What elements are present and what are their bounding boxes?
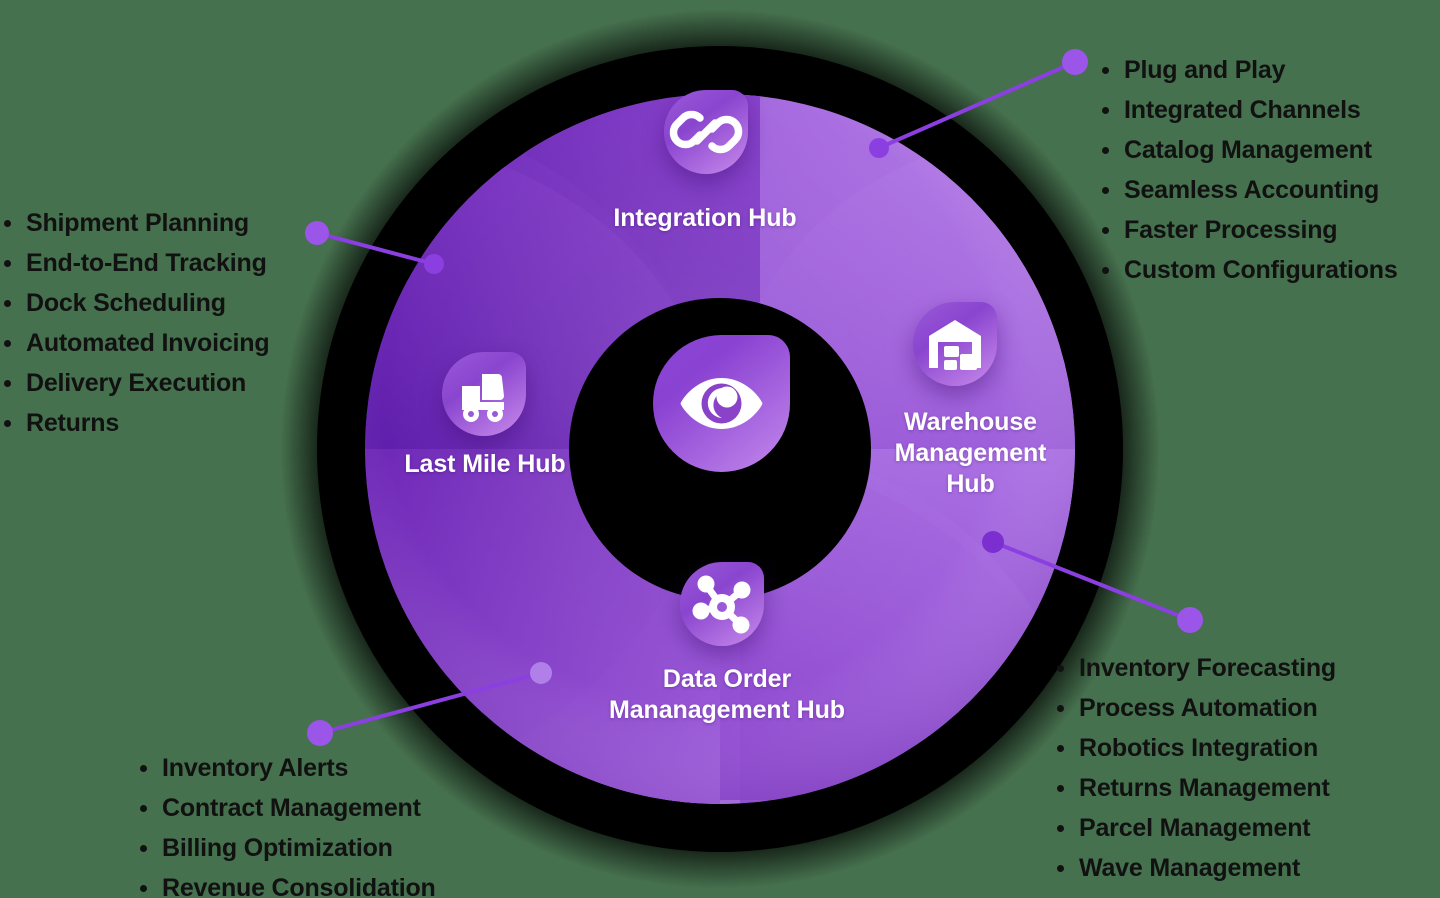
connector-dot-outer-lastmile bbox=[305, 221, 329, 245]
link-chain-icon bbox=[669, 110, 743, 154]
feature-list-item: Billing Optimization bbox=[136, 828, 436, 868]
hub-label-dataorder-line2: Mananagement Hub bbox=[609, 696, 845, 724]
feature-list-item: Process Automation bbox=[1053, 688, 1336, 728]
feature-list-item: Custom Configurations bbox=[1098, 250, 1398, 290]
eye-icon bbox=[680, 378, 763, 429]
connector-line-warehouse bbox=[991, 540, 1192, 622]
hub-label-lastmile: Last Mile Hub bbox=[335, 449, 635, 480]
feature-list-item: Integrated Channels bbox=[1098, 90, 1398, 130]
hub-label-warehouse-line3: Hub bbox=[946, 470, 995, 498]
feature-list-item: Returns Management bbox=[1053, 768, 1336, 808]
feature-list-item: Revenue Consolidation bbox=[136, 868, 436, 898]
delivery-truck-icon bbox=[462, 374, 504, 422]
feature-list-item: Seamless Accounting bbox=[1098, 170, 1398, 210]
connector-line-integration bbox=[877, 60, 1077, 150]
hub-badge-lastmile[interactable] bbox=[442, 352, 526, 436]
connector-dot-inner-dataorder bbox=[530, 662, 552, 684]
network-nodes-icon bbox=[692, 575, 751, 634]
warehouse-icon bbox=[929, 320, 981, 370]
hub-label-dataorder-line1: Data Order bbox=[662, 665, 792, 693]
connector-dot-inner-warehouse bbox=[982, 531, 1004, 553]
hub-badge-dataorder[interactable] bbox=[680, 562, 764, 646]
feature-list-item: Inventory Forecasting bbox=[1053, 648, 1336, 688]
feature-list-item: Shipment Planning bbox=[0, 203, 269, 243]
connector-dot-outer-warehouse bbox=[1177, 607, 1203, 633]
connector-dot-outer-dataorder bbox=[307, 720, 333, 746]
feature-list-item: Delivery Execution bbox=[0, 363, 269, 403]
hub-label-warehouse-line2: Management bbox=[894, 439, 1047, 467]
feature-list-item: Inventory Alerts bbox=[136, 748, 436, 788]
hub-label-lastmile-line1: Last Mile Hub bbox=[404, 450, 566, 478]
hub-label-dataorder: Data Order Mananagement Hub bbox=[522, 664, 932, 726]
feature-list-item: Faster Processing bbox=[1098, 210, 1398, 250]
feature-list-item: Parcel Management bbox=[1053, 808, 1336, 848]
hub-label-integration: Integration Hub bbox=[520, 203, 890, 234]
feature-list-item: End-to-End Tracking bbox=[0, 243, 269, 283]
connector-line-lastmile bbox=[315, 231, 436, 266]
connector-dot-inner-integration bbox=[869, 138, 889, 158]
connector-line-dataorder bbox=[318, 671, 543, 735]
feature-list-item: Contract Management bbox=[136, 788, 436, 828]
hub-label-warehouse-line1: Warehouse bbox=[904, 408, 1037, 436]
feature-list-item: Automated Invoicing bbox=[0, 323, 270, 363]
hub-badge-warehouse[interactable] bbox=[913, 302, 997, 386]
warehouse-badge-shape bbox=[913, 302, 997, 386]
connector-dot-inner-lastmile bbox=[424, 254, 444, 274]
feature-list-item: Returns bbox=[0, 403, 269, 443]
center-hub-badge[interactable] bbox=[653, 335, 790, 472]
feature-list-item: Wave Management bbox=[1053, 848, 1336, 888]
feature-list-item: Robotics Integration bbox=[1053, 728, 1336, 768]
hub-badge-integration[interactable] bbox=[664, 90, 748, 174]
hub-label-integration-line1: Integration Hub bbox=[613, 204, 797, 232]
feature-list-item: Dock Scheduling bbox=[0, 283, 269, 323]
hub-label-warehouse: Warehouse Management Hub bbox=[838, 407, 1103, 500]
feature-list-item: Plug and Play bbox=[1098, 50, 1398, 90]
feature-list-item: Catalog Management bbox=[1098, 130, 1398, 170]
connector-dot-outer-integration bbox=[1062, 49, 1088, 75]
connector-lines bbox=[305, 49, 1203, 746]
